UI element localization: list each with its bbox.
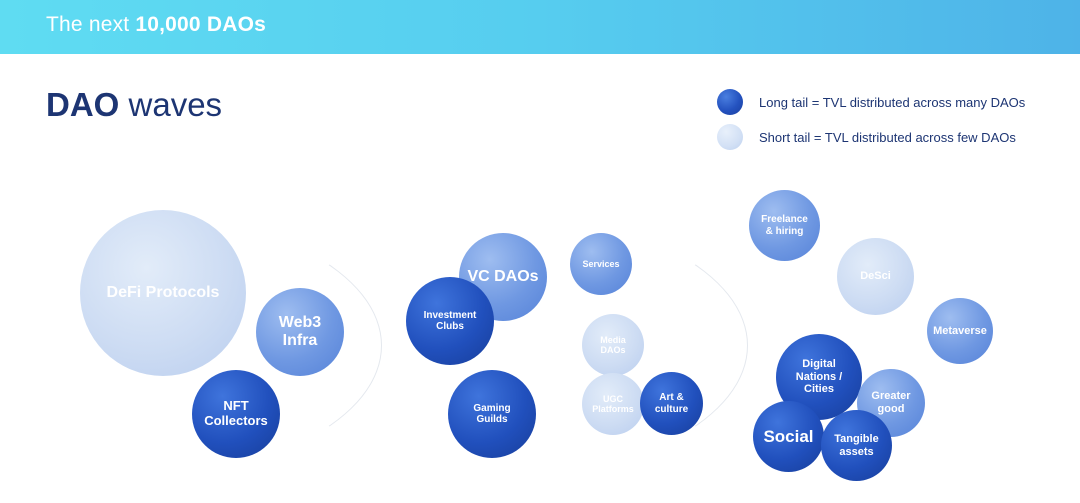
bubble-label: Media DAOs [600,334,626,355]
bubble-label: Digital Nations / Cities [795,358,843,396]
bubble-freelance-hiring: Freelance & hiring [749,190,820,261]
bubble-media-daos: Media DAOs [582,314,644,376]
bubble-label: Investment Clubs [423,309,477,333]
bubble-label: Greater good [871,390,911,415]
bubble-label: Art & culture [654,392,689,415]
bubble-vc-daos: VC DAOs [459,233,547,321]
bubble-nft-collectors: NFT Collectors [192,370,280,458]
bubble-label: DeSci [860,270,891,283]
bubble-greater-good: Greater good [857,369,925,437]
header-title: The next 10,000 DAOs [46,13,266,37]
bubble-label: Freelance & hiring [761,214,808,237]
page-title-rest: waves [119,86,223,123]
bubble-label: Gaming Guilds [473,402,511,426]
bubble-services: Services [570,233,632,295]
bubble-web3-infra: Web3 Infra [256,288,344,376]
bubble-label: DeFi Protocols [106,283,220,301]
bubble-label: Services [582,258,620,269]
bubble-label: Social [763,426,814,446]
bubble-label: Metaverse [933,324,987,337]
page-title: DAO waves [46,86,222,124]
legend-short-tail: Short tail = TVL distributed across few … [717,124,1016,150]
bubble-defi-protocols: DeFi Protocols [80,210,246,376]
legend-light-dot [717,124,743,150]
legend-long-tail: Long tail = TVL distributed across many … [717,89,1025,115]
bubble-label: UGC Platforms [592,393,634,414]
bubble-gaming-guilds: Gaming Guilds [448,370,536,458]
wave-separator-arc-2 [238,212,748,479]
bubble-label: Tangible assets [834,432,879,458]
legend-short-tail-label: Short tail = TVL distributed across few … [759,129,1016,145]
header-title-bold: 10,000 DAOs [135,13,266,36]
legend-long-tail-label: Long tail = TVL distributed across many … [759,94,1026,110]
page-title-bold: DAO [46,86,120,123]
bubble-ugc-platforms: UGC Platforms [582,373,644,435]
bubble-desci: DeSci [837,238,914,315]
bubble-social: Social [753,401,824,472]
bubble-label: Web3 Infra [278,313,322,349]
bubble-tangible-assets: Tangible assets [821,410,892,481]
legend-dark-dot [717,89,743,115]
bubble-art-culture: Art & culture [640,372,703,435]
bubble-metaverse: Metaverse [927,298,993,364]
header-bar: The next 10,000 DAOs [0,0,1080,54]
bubble-investment-clubs: Investment Clubs [406,277,494,365]
bubble-label: VC DAOs [467,267,539,285]
header-title-prefix: The next [46,13,130,36]
bubble-label: NFT Collectors [204,398,268,428]
